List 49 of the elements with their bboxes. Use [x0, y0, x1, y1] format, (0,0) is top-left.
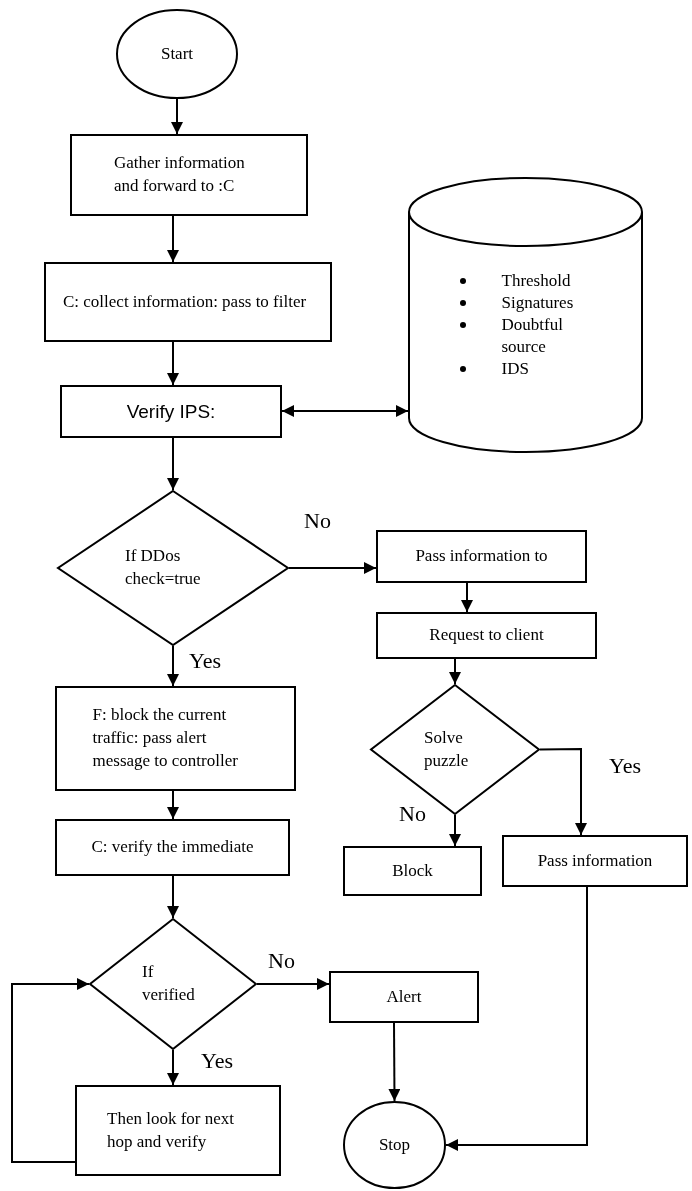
process-box	[376, 530, 587, 583]
process-box	[75, 1085, 281, 1176]
node-text: If DDos check=true	[125, 545, 202, 590]
arrow	[256, 978, 330, 990]
node-text: F: block the current traffic: pass alert message to controller	[92, 704, 239, 772]
node-text: Block	[392, 859, 433, 882]
arrow	[167, 437, 179, 491]
arrow	[167, 215, 179, 263]
node-text: Start	[160, 42, 194, 65]
list-item: Threshold	[459, 269, 592, 292]
arrow	[167, 1049, 179, 1086]
node-text: If verified	[142, 961, 196, 1006]
arrow	[171, 98, 183, 135]
node-text: Stop	[378, 1133, 411, 1156]
node-text: Request to client	[429, 624, 544, 647]
process-box	[44, 262, 332, 342]
node-text: Then look for next hop and verify	[107, 1107, 235, 1153]
arrow	[11, 978, 90, 1163]
arrow	[449, 658, 461, 685]
arrow	[388, 1022, 401, 1102]
node-text: Verify IPS:	[126, 399, 216, 424]
arrow	[167, 875, 179, 919]
arrow	[445, 886, 588, 1151]
arrow	[449, 814, 461, 847]
process-box	[55, 819, 290, 876]
process-box	[376, 612, 597, 659]
node-text: Pass information	[537, 849, 653, 872]
node-text: C: verify the immediate	[91, 836, 254, 859]
arrow	[167, 645, 179, 687]
arrow	[281, 405, 409, 417]
arrow	[539, 748, 587, 836]
process-box	[343, 846, 482, 896]
arrow	[167, 341, 179, 386]
process-box	[60, 385, 282, 438]
list-item: Doubtful source	[459, 313, 592, 359]
process-box	[55, 686, 296, 791]
node-text: Gather information and forward to :C	[114, 152, 246, 197]
list-item: Signatures	[459, 291, 592, 314]
arrow	[461, 582, 473, 613]
arrow	[167, 790, 179, 820]
process-box	[329, 971, 479, 1023]
list-item: IDS	[459, 358, 592, 381]
node-text: Alert	[386, 985, 422, 1008]
process-box	[502, 835, 688, 887]
node-text: C: collect information: pass to filter	[63, 290, 308, 313]
node-text: Pass information to	[415, 545, 548, 568]
arrow	[288, 562, 377, 574]
process-box	[70, 134, 308, 216]
node-text: Solve puzzle	[424, 726, 470, 772]
